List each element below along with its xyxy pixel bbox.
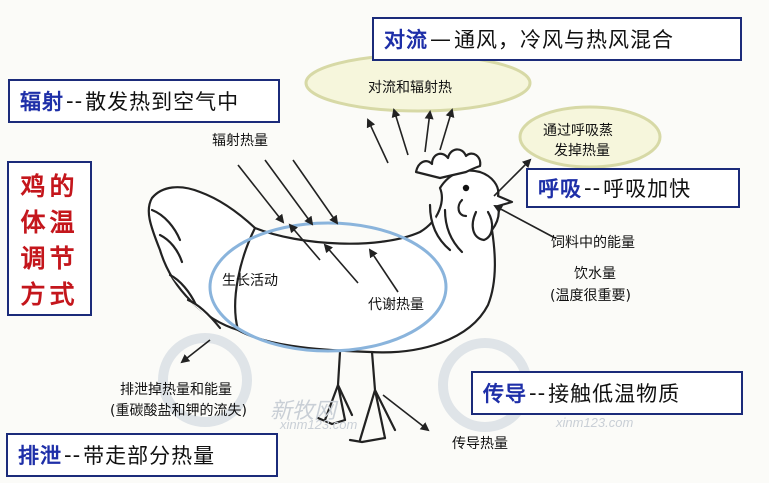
excretion-label-line2: (重碳酸盐和钾的流失) <box>110 403 247 419</box>
watermark-site: 新牧网 <box>270 398 337 423</box>
water-label: 饮水量 <box>574 266 616 282</box>
conduction-box: 传导 -- 接触低温物质 <box>471 371 743 415</box>
excretion-key: 排泄 <box>18 444 62 468</box>
breath-label-line2: 发掉热量 <box>554 143 610 159</box>
watermark-url: xinm123.com <box>556 415 634 430</box>
convection-key: 对流 <box>384 28 428 52</box>
excretion-dash: -- <box>64 443 82 467</box>
convection-text: 通风，冷风与热风混合 <box>454 28 674 52</box>
chicken-eye <box>462 184 470 192</box>
breath-label-line1: 通过呼吸蒸 <box>543 123 613 139</box>
convection-box: 对流 — 通风，冷风与热风混合 <box>372 17 742 61</box>
radiation-dash: -- <box>66 89 84 113</box>
breathing-text: 呼吸加快 <box>603 177 692 201</box>
excretion-text: 带走部分热量 <box>83 444 216 468</box>
arrows <box>180 108 556 432</box>
body-ellipse <box>208 221 448 353</box>
page-title: 鸡的 体温 调节 方式 <box>7 161 92 316</box>
radiation-box: 辐射 -- 散发热到空气中 <box>8 79 280 123</box>
radiation-key: 辐射 <box>20 90 64 114</box>
conduction-key: 传导 <box>483 382 527 406</box>
conduction-heat-label: 传导热量 <box>452 436 508 452</box>
watermark-url: xinm123.com <box>280 417 358 432</box>
conduction-dash: -- <box>529 381 547 405</box>
conduction-text: 接触低温物质 <box>548 382 681 406</box>
excretion-box: 排泄 -- 带走部分热量 <box>6 433 278 477</box>
growth-label: 生长活动 <box>222 273 278 289</box>
breathing-box: 呼吸 -- 呼吸加快 <box>526 168 740 208</box>
watermark-logo <box>158 333 252 427</box>
radiation-text: 散发热到空气中 <box>85 90 240 114</box>
convection-dash: — <box>430 27 452 51</box>
feed-energy-label: 饲料中的能量 <box>551 235 635 251</box>
convection-heat-label: 对流和辐射热 <box>368 80 452 96</box>
water-note-label: (温度很重要) <box>550 288 631 304</box>
breathing-dash: -- <box>584 176 602 200</box>
breathing-ellipse <box>518 105 662 169</box>
chicken-drawing <box>147 148 514 444</box>
excretion-label-line1: 排泄掉热量和能量 <box>120 382 232 398</box>
metabolic-heat-label: 代谢热量 <box>368 297 424 313</box>
radiation-heat-label: 辐射热量 <box>212 133 268 149</box>
breathing-key: 呼吸 <box>538 177 582 201</box>
